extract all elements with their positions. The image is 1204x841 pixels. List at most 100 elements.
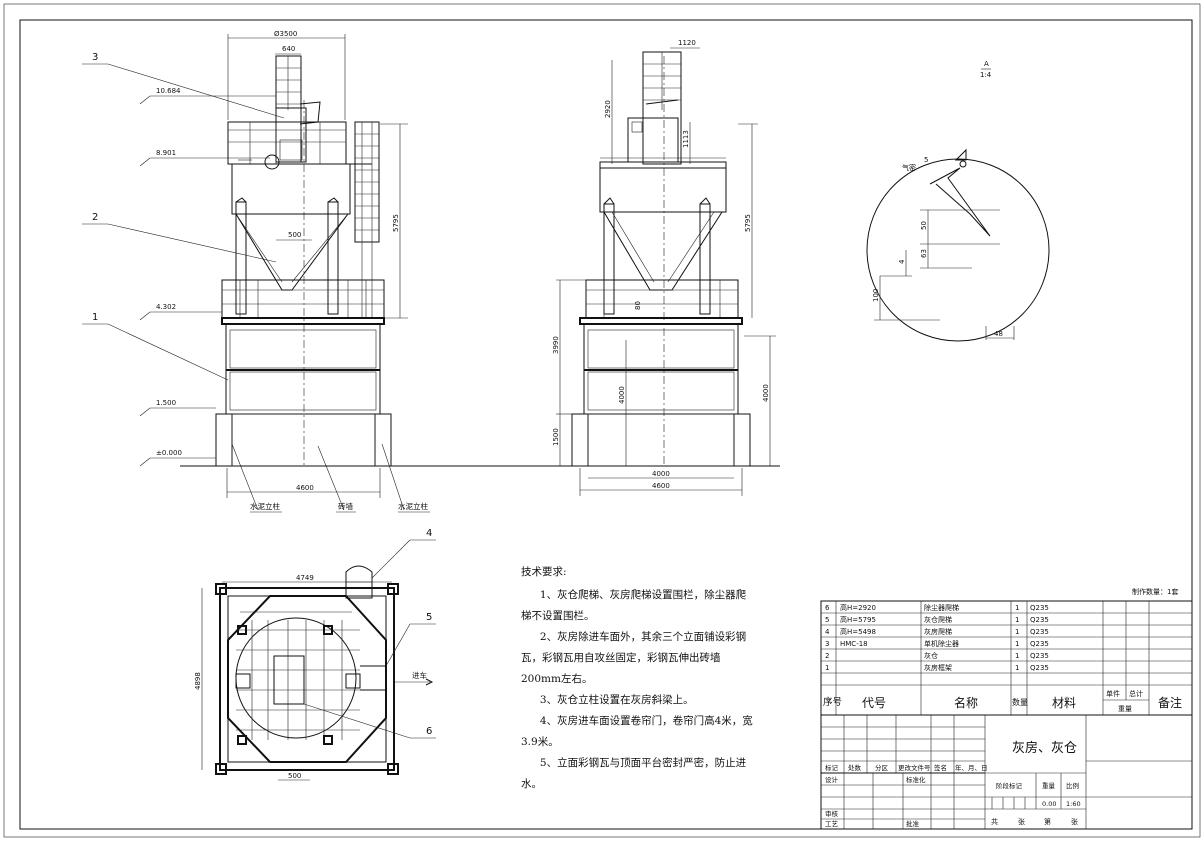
tb-sheet-no: 第	[1044, 817, 1051, 826]
plan-bottom: 500	[288, 772, 301, 780]
elevation-8901: 8.901	[156, 149, 176, 157]
front-height: 5795	[392, 214, 400, 232]
tech-item-1: 1、灰仓爬梯、灰房爬梯设置围栏，除尘器爬梯不设置围栏。	[521, 589, 747, 622]
plan-left-height: 4898	[194, 672, 202, 690]
bom-header-no: 序号	[823, 696, 842, 708]
technical-requirements: 技术要求: 1、灰仓爬梯、灰房爬梯设置围栏，除尘器爬梯不设置围栏。 2、灰房除进…	[521, 562, 753, 795]
inner-frame	[19, 19, 1193, 830]
tb-doc: 更改文件号	[898, 763, 931, 772]
plan-view: 4749 4898 进车	[194, 528, 436, 781]
bom-6-qty: 1	[1015, 604, 1019, 612]
bom-5-code: 高H=5795	[840, 615, 876, 624]
bom-3-name: 单机除尘器	[924, 639, 959, 648]
leader-4: 4	[426, 528, 432, 539]
tb-std: 标准化	[906, 775, 926, 784]
tb-sheets: 张	[1018, 817, 1025, 826]
bom-4-no: 4	[825, 628, 830, 636]
tb-approve: 批准	[906, 819, 920, 828]
leader-1: 1	[92, 312, 98, 323]
bom-1-qty: 1	[1015, 664, 1019, 672]
tb-weight-value: 0.00	[1042, 800, 1056, 808]
detail-d5: 48	[994, 330, 1003, 338]
leader-6: 6	[426, 726, 432, 737]
tb-review: 审核	[825, 809, 839, 818]
bom-header-single: 单件	[1106, 689, 1120, 698]
base-label-right-column: 水泥立柱	[398, 501, 428, 511]
bom-6-code: 高H=2920	[840, 603, 876, 612]
tb-count: 处数	[848, 763, 862, 772]
bom-4-name: 灰房爬梯	[924, 627, 952, 636]
bom-2-qty: 1	[1015, 652, 1019, 660]
tech-item-2: 2、灰房除进车面外，其余三个立面铺设彩钢瓦，彩钢瓦用自攻丝固定，彩钢瓦伸出砖墙2…	[521, 631, 747, 685]
bom-6-material: Q235	[1030, 604, 1049, 612]
side-height: 5795	[744, 214, 752, 232]
leader-3: 3	[92, 52, 98, 63]
tb-design: 设计	[825, 775, 839, 784]
bom-2-name: 灰仓	[924, 651, 938, 660]
bom-header-total: 总计	[1129, 689, 1143, 698]
tech-item-3: 3、灰仓立柱设置在灰房斜梁上。	[539, 694, 694, 706]
title-block: 灰房、灰仓 标记 处数 分区 更改文件号 签名 年、月、日 设计 标准化 阶段标…	[820, 714, 1193, 830]
bom-3-material: Q235	[1030, 640, 1049, 648]
bom-header-material: 材料	[1052, 696, 1076, 710]
side-base-inner: 4000	[652, 470, 670, 478]
plan-top-width: 4749	[296, 574, 314, 582]
side-top-height: 2920	[604, 100, 612, 118]
tech-title: 技术要求:	[521, 566, 567, 578]
base-label-wall: 砖墙	[338, 501, 353, 511]
bom-6-name: 除尘器爬梯	[924, 603, 959, 612]
tb-scale-value: 1:60	[1066, 800, 1081, 808]
tb-mark: 标记	[825, 763, 839, 772]
bom-1-material: Q235	[1030, 664, 1049, 672]
bom-4-qty: 1	[1015, 628, 1019, 636]
bom-1-no: 1	[825, 664, 829, 672]
side-sub-height: 1113	[682, 130, 690, 148]
bom-5-name: 灰仓爬梯	[924, 615, 952, 624]
detail-d3: 4	[898, 259, 906, 264]
bom-header-name: 名称	[954, 695, 978, 710]
detail-d1: 50	[920, 221, 928, 230]
tb-stage: 阶段标记	[996, 781, 1023, 790]
base-label-left-column: 水泥立柱	[250, 501, 280, 511]
bom-5-no: 5	[825, 616, 829, 624]
side-top-width: 1120	[678, 39, 696, 47]
bom-3-code: HMC-18	[840, 640, 868, 648]
front-elevation: Ø3500 640	[180, 30, 556, 513]
detail-d4: 100	[872, 289, 880, 302]
bom-4-material: Q235	[1030, 628, 1049, 636]
front-top-inner: 640	[282, 45, 295, 53]
bom-header-weight: 重量	[1118, 705, 1132, 713]
tb-date: 年、月、日	[955, 763, 988, 772]
elevation-1500: 1.500	[156, 399, 176, 407]
tb-weight: 重量	[1042, 782, 1056, 790]
side-elevation: 1120 2920 1113 80	[552, 39, 780, 496]
side-h-lower: 1500	[552, 428, 560, 446]
tb-scale: 比例	[1066, 781, 1079, 790]
elevation-markers: 10.684 8.901 4.302 1.500 ±0.000	[139, 87, 276, 467]
bom-2-material: Q235	[1030, 652, 1049, 660]
title-drawing-name: 灰房、灰仓	[1012, 740, 1077, 756]
bom-3-no: 3	[825, 640, 829, 648]
front-top-width: Ø3500	[274, 30, 297, 38]
leader-5: 5	[426, 612, 432, 623]
bom-header-code: 代号	[862, 696, 886, 710]
bom-1-name: 灰房框架	[924, 663, 952, 672]
elevation-4302: 4.302	[156, 303, 176, 311]
bom-header-remark: 备注	[1158, 695, 1182, 710]
tb-process: 工艺	[825, 820, 839, 828]
plan-entry: 进车	[412, 670, 427, 680]
tech-item-5: 5、立面彩钢瓦与顶面平台密封严密，防止进水。	[521, 757, 747, 790]
front-base-width: 4600	[296, 484, 314, 492]
bom-5-qty: 1	[1015, 616, 1019, 624]
elevation-0: ±0.000	[156, 449, 182, 457]
side-h-inner: 4000	[618, 386, 626, 404]
outer-frame	[3, 3, 1201, 838]
bom-2-no: 2	[825, 652, 829, 660]
bom-6-no: 6	[825, 604, 830, 612]
bom-4-code: 高H=5498	[840, 627, 876, 636]
bom-table: 制作数量：1套 6 高H=2920 除尘器爬梯 1 Q235 5 高H=5795…	[820, 587, 1193, 716]
bom-5-material: Q235	[1030, 616, 1049, 624]
front-mid-width: 500	[288, 231, 301, 239]
bom-3-qty: 1	[1015, 640, 1019, 648]
